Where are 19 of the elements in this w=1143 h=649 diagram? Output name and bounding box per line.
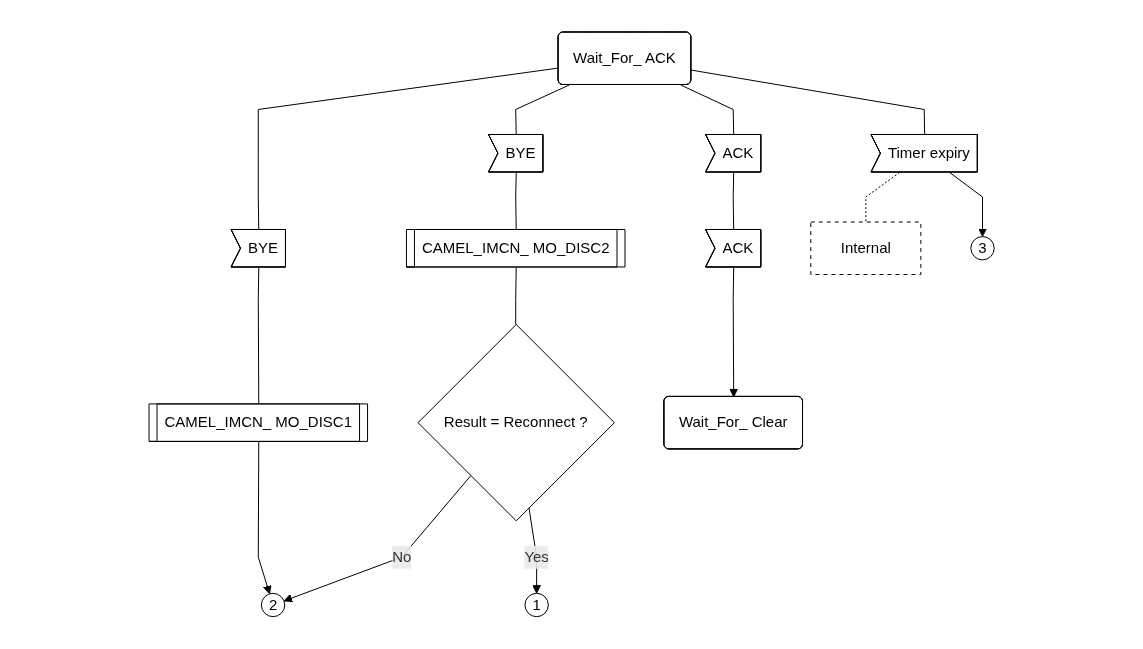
- edge-label: Yes: [524, 547, 549, 565]
- connector: [515, 267, 517, 326]
- connector: [515, 172, 517, 231]
- connector: [257, 267, 260, 406]
- node-box: Internal: [810, 221, 922, 276]
- arrow: [257, 441, 272, 595]
- connector: [257, 67, 559, 231]
- edge-label: No: [392, 547, 412, 565]
- node-diamond: Result = Reconnect ?: [417, 324, 615, 522]
- connector: [515, 84, 570, 136]
- node-circle: 3: [970, 236, 995, 261]
- arrow: [729, 267, 738, 398]
- connector: [690, 69, 926, 136]
- arrow: [283, 475, 472, 603]
- node-circle: 1: [524, 593, 549, 618]
- node-circle: 2: [260, 593, 286, 618]
- connector: [680, 84, 735, 136]
- connector: [732, 172, 735, 231]
- arrow: [949, 172, 987, 238]
